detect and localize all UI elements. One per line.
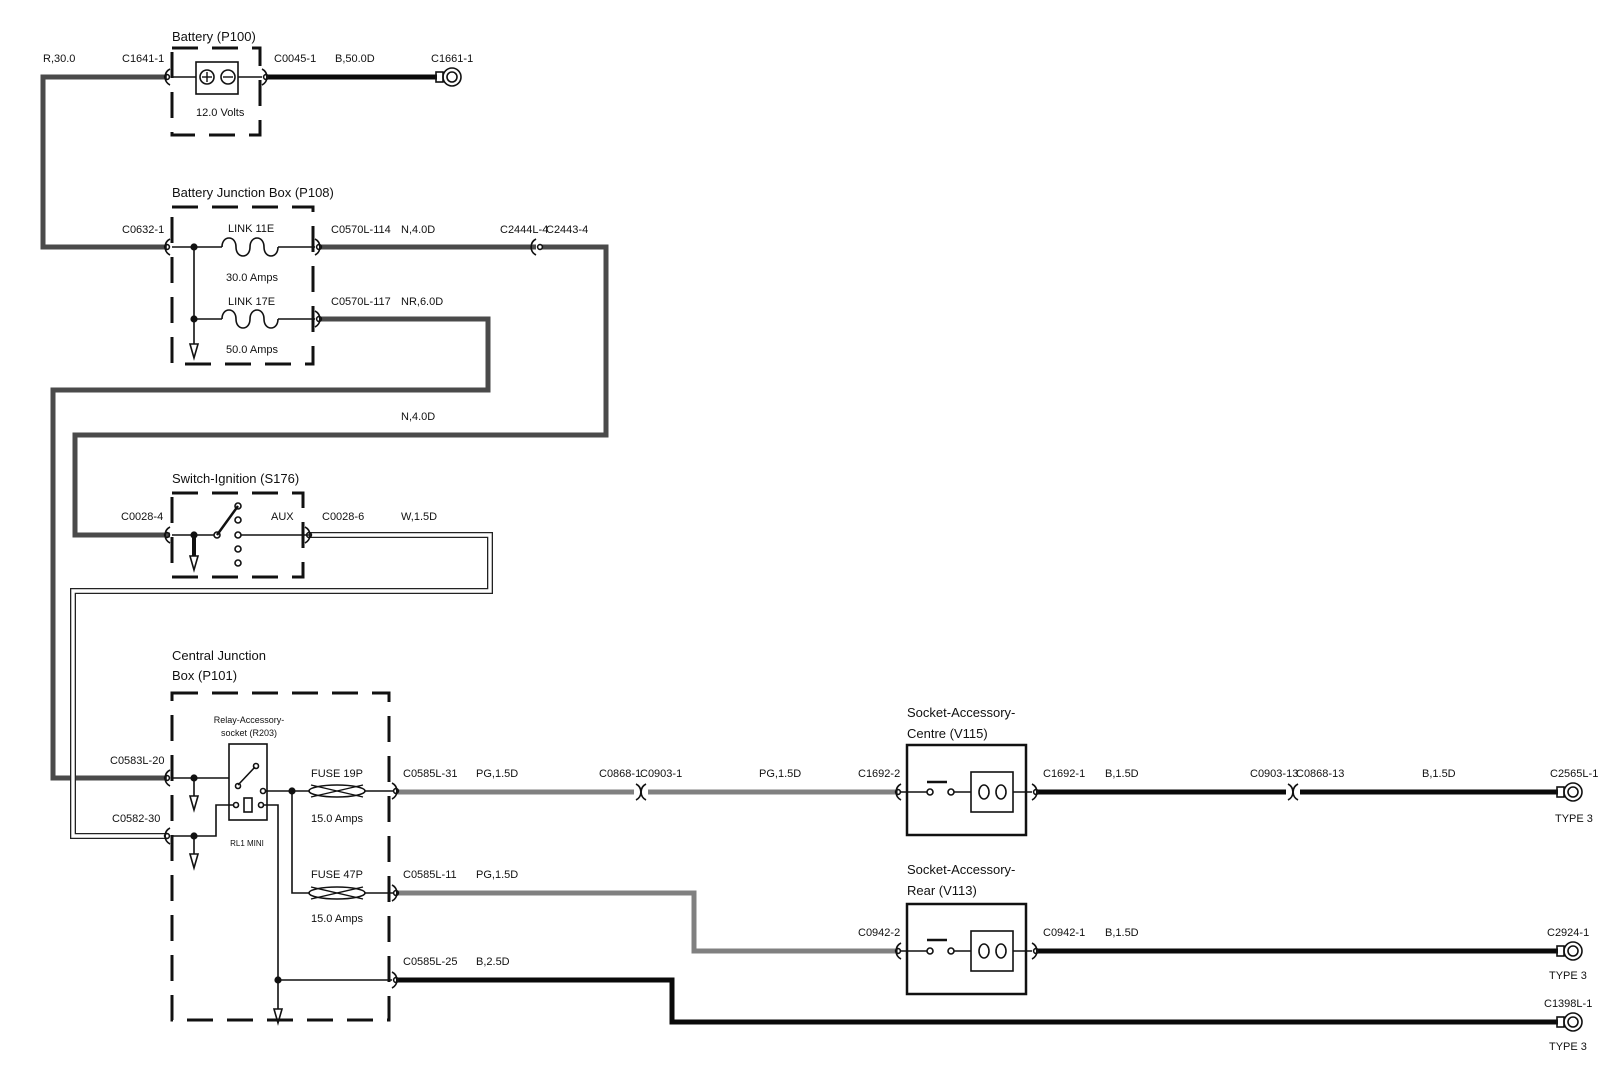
- connector-label: C2443-4: [546, 224, 588, 236]
- battery-junction-box: Battery Junction Box (P108) LINK 11E 30.…: [170, 185, 334, 366]
- connector-label: C1692-2: [858, 768, 900, 780]
- ignition-ground-icon: [188, 555, 200, 573]
- socket-rear: Socket-Accessory- Rear (V113): [901, 862, 1032, 996]
- battery-title: Battery (P100): [172, 29, 256, 44]
- ground-terminals: [435, 67, 1583, 1032]
- connector-labels: C1641-1 C0045-1 C1661-1 C0632-1 C0570L-1…: [110, 53, 1598, 1053]
- battery-positive-icon: [199, 69, 215, 85]
- connector-label: C0942-1: [1043, 927, 1085, 939]
- wire-label: N,4.0D: [401, 224, 435, 236]
- connector-label: C0585L-31: [403, 768, 457, 780]
- socket-rear-title-line2: Rear (V113): [907, 883, 977, 898]
- relay-icon: [228, 743, 268, 821]
- socket-centre: Socket-Accessory- Centre (V115): [901, 705, 1032, 837]
- ground-terminal-icon: [435, 67, 462, 87]
- wire-label: R,30.0: [43, 53, 75, 65]
- wires: [40, 74, 1558, 1025]
- connector-label: C0028-6: [322, 511, 364, 523]
- wire-label: PG,1.5D: [476, 768, 518, 780]
- cjb-title-line2: Box (P101): [172, 668, 237, 683]
- wire-label: B,1.5D: [1105, 927, 1139, 939]
- wire-labels: R,30.0 B,50.0D N,4.0D NR,6.0D N,4.0D W,1…: [43, 53, 1456, 968]
- relay-title-line1: Relay-Accessory-: [214, 715, 285, 725]
- fuse-47p-rating: 15.0 Amps: [311, 913, 363, 925]
- link-17e-rating: 50.0 Amps: [226, 344, 278, 356]
- connector-label: C1398L-1: [1544, 998, 1592, 1010]
- socket-rear-title-line1: Socket-Accessory-: [907, 862, 1015, 877]
- wire-b-2-5: [396, 977, 1558, 1025]
- link-17e-icon: [221, 309, 279, 329]
- wire-nr-6: [50, 316, 491, 781]
- ignition-title: Switch-Ignition (S176): [172, 471, 299, 486]
- bjb-title: Battery Junction Box (P108): [172, 185, 334, 200]
- connector-label: C1692-1: [1043, 768, 1085, 780]
- wire-label: B,1.5D: [1105, 768, 1139, 780]
- wire-label: B,2.5D: [476, 956, 510, 968]
- ignition-switch-lever: [215, 505, 240, 536]
- cjb-title-line1: Central Junction: [172, 648, 266, 663]
- connector-symbols: [163, 68, 1299, 989]
- battery-symbol: [195, 61, 239, 95]
- connector-label: C0903-13: [1250, 768, 1298, 780]
- ground-terminal-icon: [1556, 782, 1583, 802]
- connector-label: C0585L-11: [403, 869, 457, 881]
- battery-negative-icon: [220, 69, 236, 85]
- bjb-ground-icon: [188, 343, 200, 361]
- ground-terminal-icon: [1556, 941, 1583, 961]
- connector-label: C0582-30: [112, 813, 160, 825]
- type-label: TYPE 3: [1549, 970, 1587, 982]
- connector-label: C2444L-4: [500, 224, 548, 236]
- wire-n-4-b: [72, 244, 609, 538]
- connector-label: C2565L-1: [1550, 768, 1598, 780]
- link-11e-rating: 30.0 Amps: [226, 272, 278, 284]
- wire-r-30: [40, 74, 167, 250]
- relay-type: RL1 MINI: [230, 839, 264, 848]
- battery-component: Battery (P100) 12.0 Volts: [170, 29, 262, 137]
- cjb-ground-icon: [272, 1008, 284, 1026]
- type-label: TYPE 3: [1555, 813, 1593, 825]
- wire-label: B,50.0D: [335, 53, 375, 65]
- connector-label: C2924-1: [1547, 927, 1589, 939]
- socket-centre-title-line2: Centre (V115): [907, 726, 988, 741]
- wire-label: NR,6.0D: [401, 296, 443, 308]
- relay-title-line2: socket (R203): [221, 728, 277, 738]
- connector-label: C0632-1: [122, 224, 164, 236]
- connector-label: C0942-2: [858, 927, 900, 939]
- battery-voltage: 12.0 Volts: [196, 107, 245, 119]
- switch-ignition: Switch-Ignition (S176) AUX: [170, 471, 309, 579]
- ignition-aux-label: AUX: [271, 511, 294, 523]
- wire-label: PG,1.5D: [476, 869, 518, 881]
- central-junction-box: Central Junction Box (P101) Relay-Access…: [170, 648, 394, 1026]
- type-label: TYPE 3: [1549, 1041, 1587, 1053]
- connector-label: C1641-1: [122, 53, 164, 65]
- link-17e-name: LINK 17E: [228, 296, 275, 308]
- ground-terminal-icon: [1556, 1012, 1583, 1032]
- fuse-47p-name: FUSE 47P: [311, 869, 363, 881]
- connector-label: C0028-4: [121, 511, 163, 523]
- connector-label: C0570L-117: [331, 296, 391, 308]
- fuse-19p-name: FUSE 19P: [311, 768, 363, 780]
- wire-label: PG,1.5D: [759, 768, 801, 780]
- connector-label: C0045-1: [274, 53, 316, 65]
- connector-label: C0903-1: [640, 768, 682, 780]
- wire-label: W,1.5D: [401, 511, 437, 523]
- wire-pg-1-5-c: [396, 890, 898, 954]
- cjb-box: [170, 691, 391, 1022]
- connector-label: C0570L-114: [331, 224, 391, 236]
- fuse-19p-rating: 15.0 Amps: [311, 813, 363, 825]
- link-11e-icon: [221, 237, 279, 257]
- wire-label: N,4.0D: [401, 411, 435, 423]
- socket-centre-title-line1: Socket-Accessory-: [907, 705, 1015, 720]
- connector-label: C0583L-20: [110, 755, 164, 767]
- connector-label: C0868-13: [1296, 768, 1344, 780]
- wire-label: B,1.5D: [1422, 768, 1456, 780]
- bjb-box: [170, 205, 315, 366]
- battery-box: [170, 46, 262, 137]
- connector-label: C0585L-25: [403, 956, 457, 968]
- link-11e-name: LINK 11E: [228, 223, 274, 235]
- connector-label: C1661-1: [431, 53, 473, 65]
- connector-label: C0868-1: [599, 768, 641, 780]
